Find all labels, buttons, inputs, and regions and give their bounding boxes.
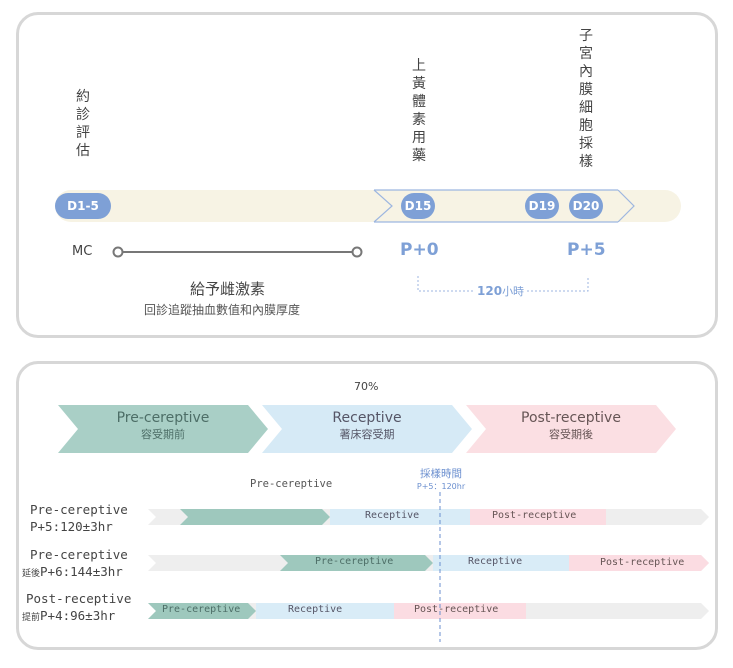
row3-seg-post-label: Post-receptive xyxy=(414,604,499,615)
row3-label-line2: P+4:96±3hr xyxy=(40,608,116,623)
row2-seg-pre-label: Pre-cereptive xyxy=(315,556,394,567)
row3-seg-receptive xyxy=(256,603,394,619)
estrogen-subtitle: 回診追蹤抽血數值和內膜厚度 xyxy=(144,303,301,317)
row2-seg-receptive-label: Receptive xyxy=(468,556,523,567)
row2-seg-post xyxy=(569,555,709,571)
row1-seg-receptive-label: Receptive xyxy=(365,510,420,521)
percent-label: 70% xyxy=(354,380,379,393)
row3-label-line1: Post-receptive xyxy=(26,591,132,606)
day-badge-d1-5: D1-5 xyxy=(55,193,111,219)
phase-chevron-pre xyxy=(58,405,268,453)
row2-seg-pre xyxy=(280,555,433,571)
phase-chevron-post xyxy=(466,405,676,453)
row1-seg-pre xyxy=(180,509,330,525)
phase-chevron-receptive xyxy=(262,405,472,453)
row3-label: Post-receptive 提前P+4:96±3hr xyxy=(22,590,131,627)
phase-post-zh: 容受期後 xyxy=(549,428,593,441)
row3-label-prefix: 提前 xyxy=(22,613,41,623)
row2-label: Pre-cereptive 延後P+6:144±3hr xyxy=(22,546,128,583)
phase-post: Post-receptive 容受期後 xyxy=(486,410,656,442)
row2-seg-receptive xyxy=(433,555,569,571)
chevron-outline-right xyxy=(617,189,635,223)
sampling-time-sub: P+5：120hr xyxy=(416,482,466,491)
phase-pre-en: Pre-cereptive xyxy=(116,410,210,426)
day-badge-d20: D20 xyxy=(569,193,603,219)
progesterone-label: 上黃體素用藥 xyxy=(412,58,426,164)
sampling-time-marker: 採樣時間 P+5：120hr xyxy=(410,466,472,492)
phase-post-en: Post-receptive xyxy=(521,410,621,426)
day-badge-d19: D19 xyxy=(525,193,559,219)
sampling-time-title: 採樣時間 xyxy=(420,468,462,480)
treatment-timeline-panel xyxy=(16,12,718,338)
phase-receptive: Receptive 著床容受期 xyxy=(282,410,452,442)
cycle-band xyxy=(55,190,681,222)
row2-seg-post-label: Post-receptive xyxy=(600,557,685,568)
row1-label: Pre-cereptive P+5:120±3hr xyxy=(30,501,128,538)
phase-pre-zh: 容受期前 xyxy=(141,428,185,441)
biopsy-label: 子宮內膜細胞採樣 xyxy=(579,28,593,170)
phase-pre: Pre-cereptive 容受期前 xyxy=(78,410,248,442)
row3-seg-receptive-label: Receptive xyxy=(288,604,343,615)
estrogen-title: 給予雌激素 xyxy=(190,280,266,298)
row1-seg-receptive xyxy=(330,509,470,525)
day-badge-d15: D15 xyxy=(401,193,435,219)
estrogen-start-marker xyxy=(112,246,124,258)
row2-label-line2: P+6:144±3hr xyxy=(40,564,123,579)
row3-seg-post xyxy=(394,603,526,619)
hours-value: 120 xyxy=(477,284,503,298)
row3-seg-pre-label: Pre-cereptive xyxy=(162,604,241,615)
mc-label: MC xyxy=(72,244,93,259)
row1-seg-post xyxy=(470,509,606,525)
row1-label-line2: P+5:120±3hr xyxy=(30,519,113,534)
phase-receptive-en: Receptive xyxy=(332,410,402,426)
row2-label-prefix: 延後 xyxy=(22,569,41,579)
row1-label-line1: Pre-cereptive xyxy=(30,502,128,517)
hours-unit: 小時 xyxy=(502,285,525,298)
axis-pre-label: Pre-cereptive xyxy=(250,478,333,490)
row3-seg-pre xyxy=(148,603,256,619)
row2-label-line1: Pre-cereptive xyxy=(30,547,128,562)
chevron-outline-left xyxy=(373,189,393,223)
hours-label: 120小時 xyxy=(474,283,528,299)
phase-receptive-zh: 著床容受期 xyxy=(339,428,395,441)
consult-label: 約診評估 xyxy=(76,89,90,159)
p-plus-5-label: P+5 xyxy=(567,240,606,260)
estrogen-end-marker xyxy=(351,246,363,258)
p-plus-0-label: P+0 xyxy=(400,240,439,260)
row1-seg-post-label: Post-receptive xyxy=(492,510,577,521)
